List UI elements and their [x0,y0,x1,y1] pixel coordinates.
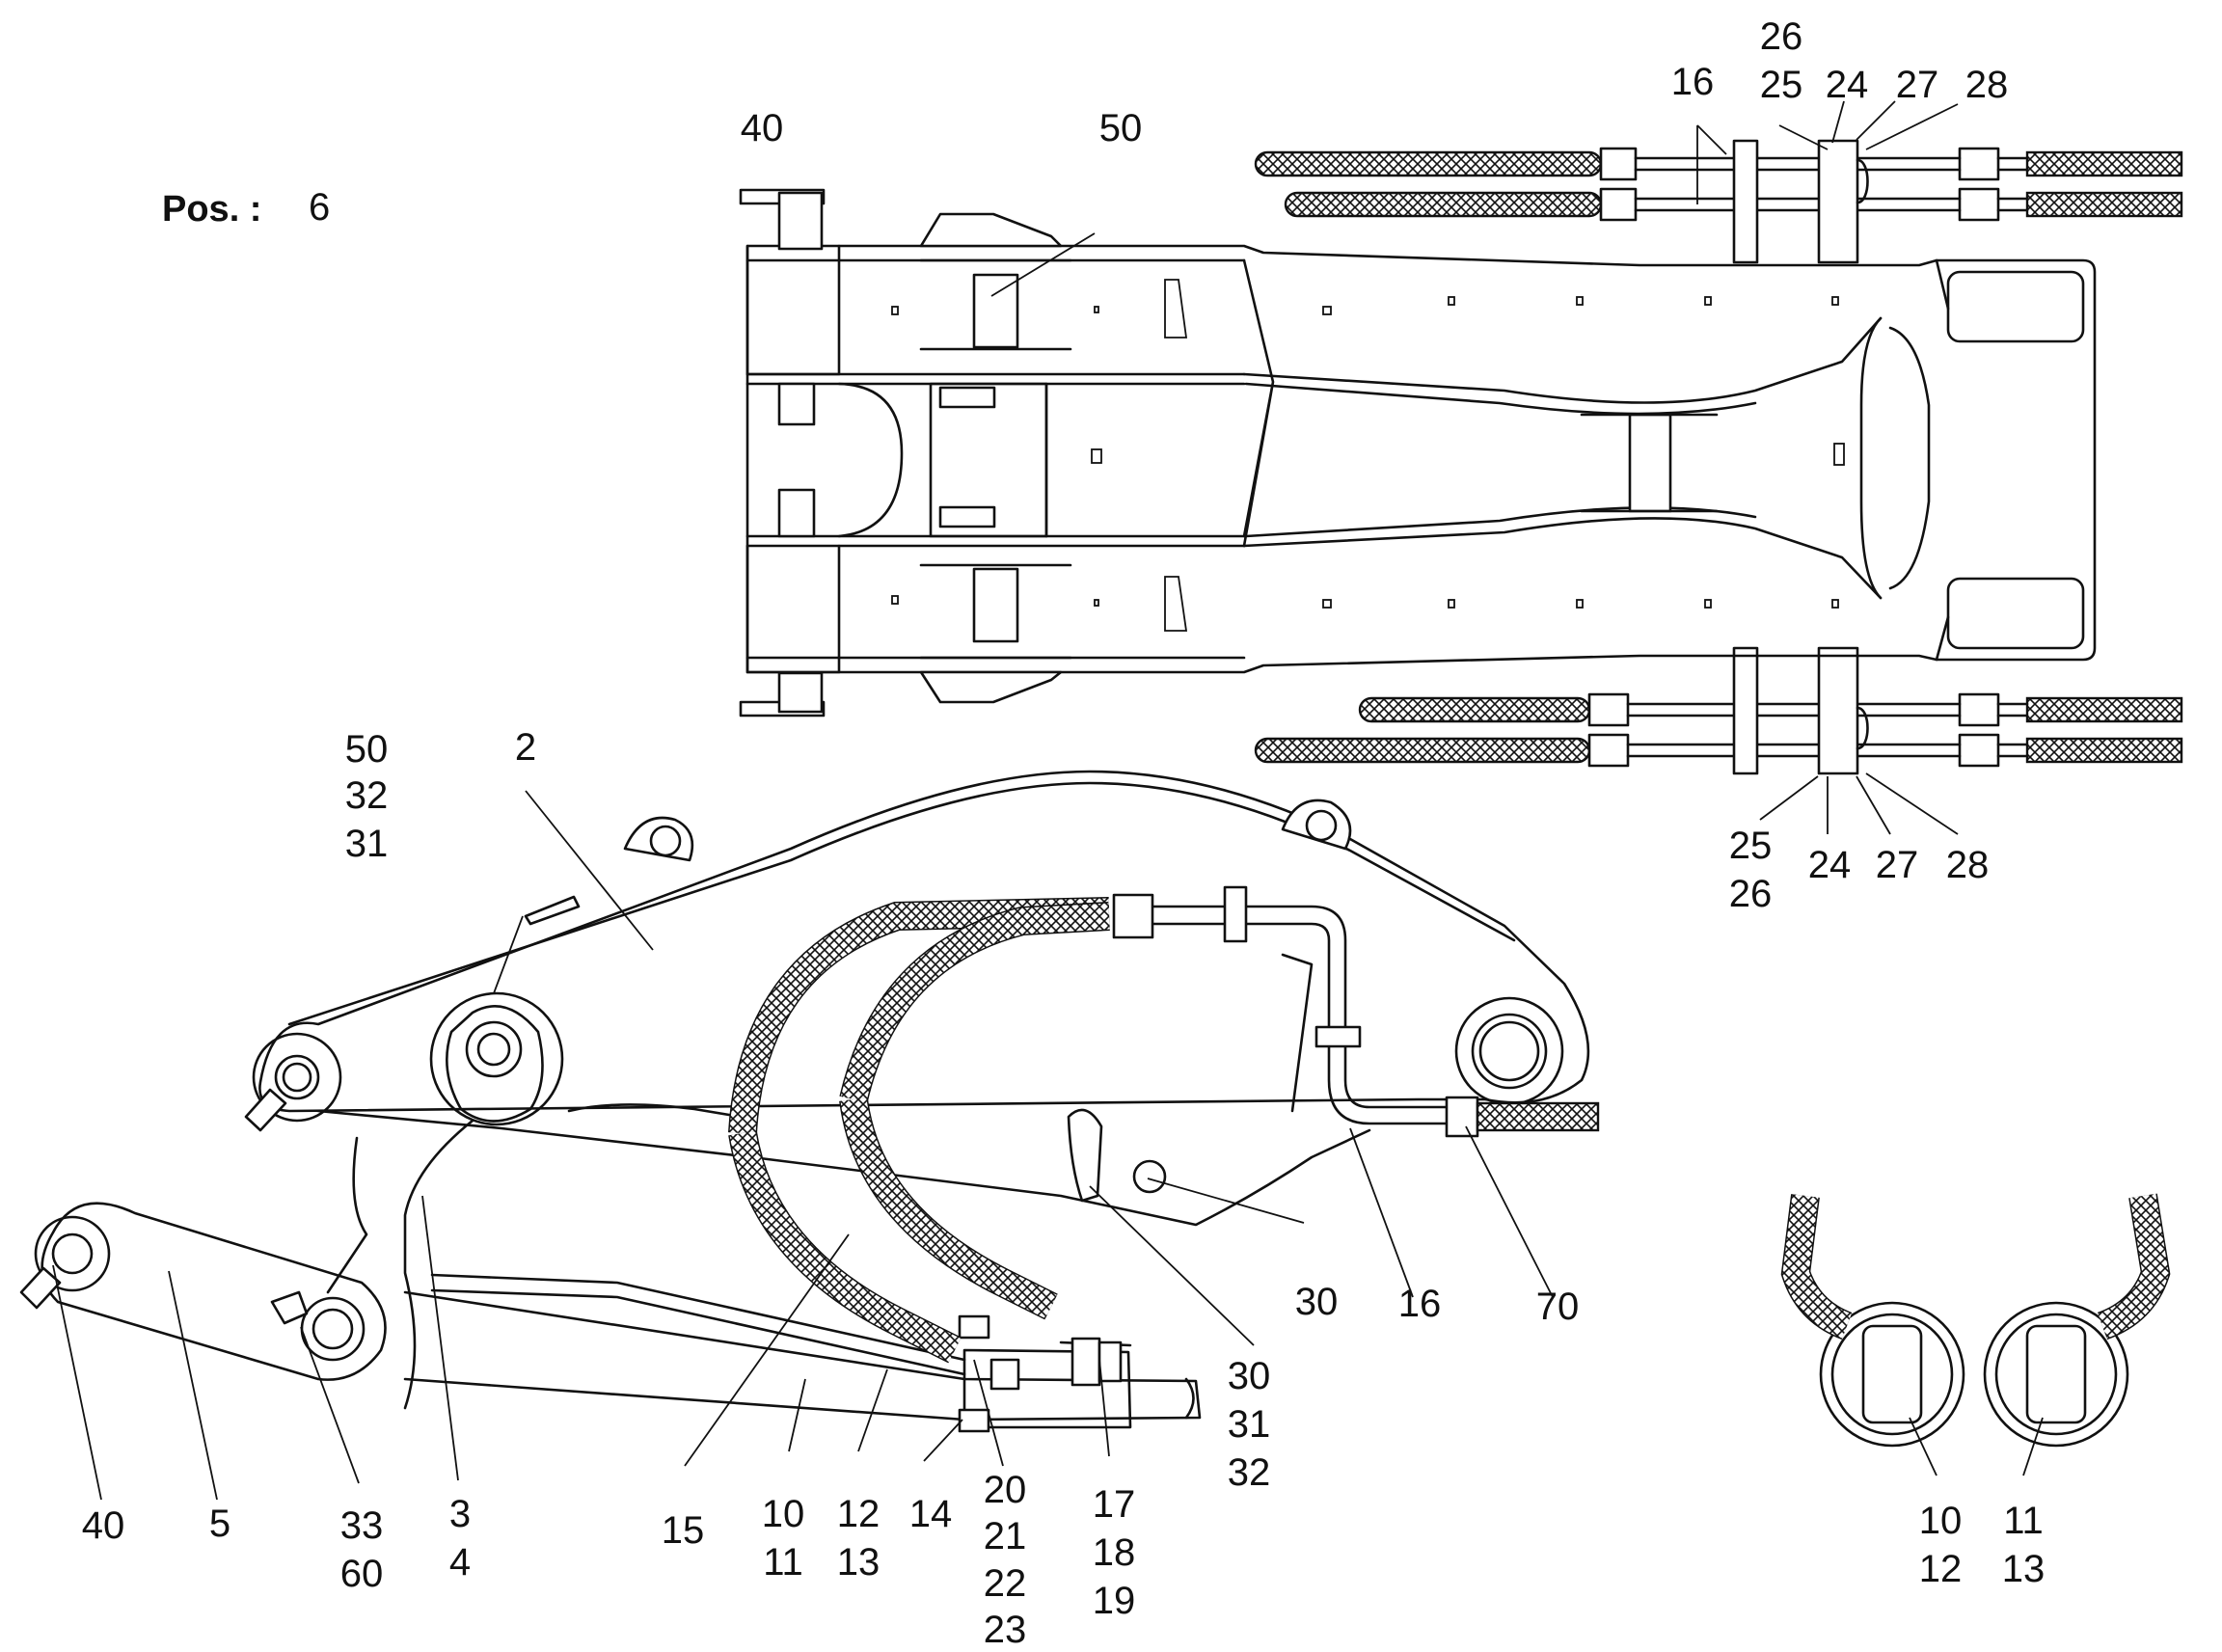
callout-side-22: 22 [984,1562,1027,1605]
callout-side-2: 2 [515,726,536,769]
callout-end-13: 13 [2002,1548,2046,1590]
callout-end-10: 10 [1919,1500,1963,1542]
callout-side-31b: 31 [1228,1403,1271,1446]
callout-side-19: 19 [1093,1580,1136,1622]
cylinder-end-view-right [1983,1193,2171,1448]
callout-bottom-27: 27 [1876,844,1919,886]
callout-end-12: 12 [1919,1548,1963,1590]
callout-side-30b: 30 [1228,1355,1271,1397]
callout-side-32: 32 [345,774,389,817]
side-view [19,770,1600,1433]
callout-side-33: 33 [340,1504,384,1547]
callout-side-60: 60 [340,1553,384,1595]
callout-bottom-25: 25 [1729,825,1773,867]
callout-side-20: 20 [984,1469,1027,1511]
leader-lines [52,100,2044,1501]
callout-side-11: 11 [763,1541,803,1584]
callout-side-21: 21 [984,1515,1027,1557]
callout-side-32b: 32 [1228,1451,1271,1494]
callout-top-16: 16 [1671,61,1715,103]
callout-side-15: 15 [662,1509,705,1552]
callout-side-70: 70 [1536,1286,1580,1328]
callout-side-5: 5 [209,1503,230,1545]
callout-end-11: 11 [2003,1500,2044,1542]
callout-side-14: 14 [909,1493,953,1535]
callout-bottom-28: 28 [1946,844,1990,886]
callout-side-16: 16 [1398,1283,1442,1325]
callout-side-23: 23 [984,1609,1027,1651]
pos-value: 6 [309,186,330,229]
callout-top-28: 28 [1965,64,2009,106]
callout-top-27: 27 [1896,64,1939,106]
cylinder-end-view-left [1780,1194,1965,1448]
callout-bottom-26: 26 [1729,873,1773,915]
callout-side-50: 50 [345,728,389,771]
end-view-callouts: 10 12 11 13 [1919,1500,2046,1590]
top-hoses [1254,139,2183,775]
callout-top-26: 26 [1760,15,1803,58]
boom-plan-outline [739,188,2097,718]
callout-side-31: 31 [345,823,389,865]
pos-label: Pos. : [162,189,261,230]
callout-side-13: 13 [837,1541,881,1584]
callout-side-4: 4 [449,1541,471,1584]
callout-side-40: 40 [82,1504,125,1547]
callout-top-50: 50 [1099,107,1143,149]
callout-top-25: 25 [1760,64,1803,106]
callout-top-40: 40 [741,107,784,149]
callout-bottom-24: 24 [1808,844,1852,886]
callout-side-30: 30 [1295,1281,1339,1323]
callout-side-10: 10 [762,1493,805,1535]
callout-side-3: 3 [449,1493,471,1535]
top-view [739,139,2183,775]
callout-side-17: 17 [1093,1483,1136,1526]
callout-side-12: 12 [837,1493,881,1535]
side-view-callouts: 50 32 31 2 40 5 33 60 3 4 15 10 11 12 13… [82,726,1580,1651]
callout-top-24: 24 [1826,64,1869,106]
callout-side-18: 18 [1093,1531,1136,1574]
top-view-callouts: 40 50 16 26 25 24 27 28 25 26 24 27 28 [741,15,2009,915]
